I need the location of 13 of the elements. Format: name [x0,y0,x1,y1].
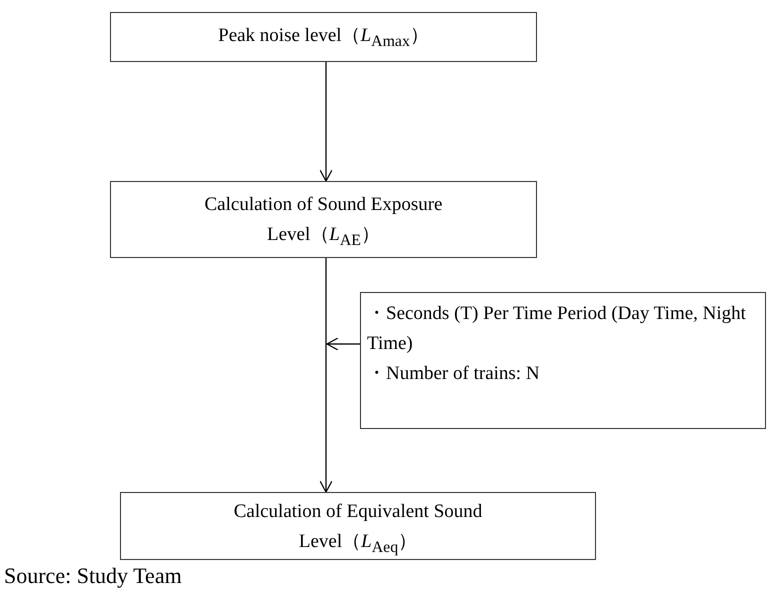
arrow [326,337,360,351]
box-label: Peak noise level（L$_{Amax}$） [218,24,429,52]
process-box [360,292,766,429]
arrow [319,258,333,493]
bullet-item: ・Seconds (T) Per Time Period (Day Time, Night Time) [366,302,747,356]
process-box [120,492,596,560]
box-label: Calculation of Equivalent Sound Level（L$_{Aeq}$） [232,500,484,558]
bullet-item: ・Number of trains: N [366,362,541,386]
process-box [110,12,537,62]
box-label: Calculation of Sound Exposure Level（L$_{AE}$） [204,193,444,251]
process-box [110,181,537,258]
source-note: Source: Study Team [4,562,182,590]
arrow [319,62,333,182]
